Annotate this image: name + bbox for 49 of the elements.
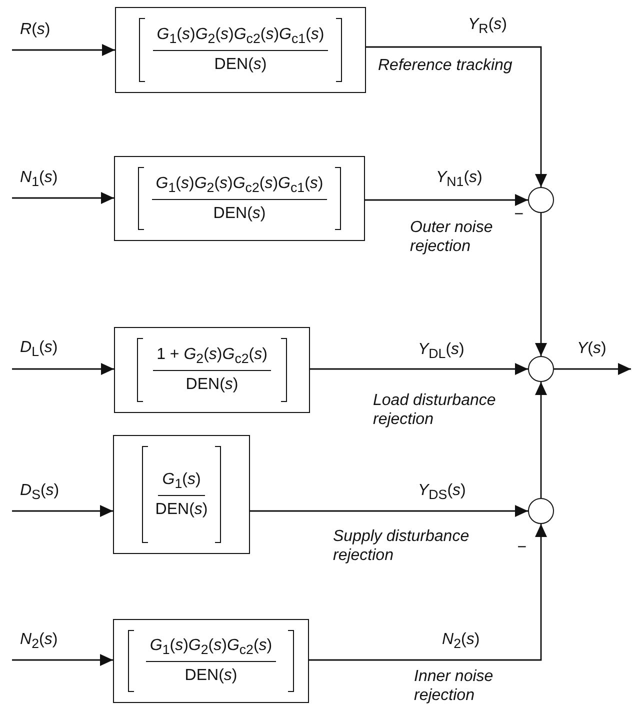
denominator: DEN(s) — [155, 500, 208, 520]
arrow — [554, 363, 631, 375]
denominator: DEN(s) — [213, 204, 266, 224]
arrow — [12, 44, 115, 56]
summing-junction — [528, 356, 554, 382]
signal-label: Y(s) — [577, 339, 606, 358]
arrow — [12, 654, 113, 666]
transfer-function-block — [115, 7, 366, 93]
denominator: DEN(s) — [214, 55, 267, 75]
signal-label: Y$_{R}$(s) — [468, 15, 507, 38]
arrow — [310, 363, 528, 375]
denominator: DEN(s) — [184, 666, 238, 686]
annotation: Outer noise rejection — [410, 218, 494, 256]
signal-label: Y$_{DS}$(s) — [418, 481, 466, 504]
summing-junction — [528, 498, 554, 524]
numerator: G$_{1}$(s) — [158, 470, 205, 496]
signal-label: D$_{S}$(s) — [20, 481, 60, 504]
signal-label: R(s) — [20, 20, 50, 40]
numerator: G$_{1}$(s)G$_{2}$(s)G$_{c2}$(s)G$_{c1}$(s) — [152, 174, 328, 200]
numerator: 1 + G$_{2}$(s)G$_{c2}$(s) — [152, 345, 272, 372]
annotation: Inner noise rejection — [414, 667, 494, 706]
annotation: Supply disturbance rejection — [333, 527, 470, 566]
signal-label: Y$_{N1}$(s) — [436, 168, 482, 190]
numerator: G$_{1}$(s)G$_{2}$(s)G$_{c2}$(s) — [146, 636, 276, 662]
arrow — [535, 213, 547, 356]
summing-junction — [528, 187, 554, 213]
arrow — [12, 363, 114, 375]
arrow — [250, 505, 528, 517]
annotation: − — [514, 205, 524, 224]
annotation: Reference tracking — [378, 56, 514, 76]
signal-label: N$_{1}$(s) — [20, 168, 58, 190]
transfer-function-block — [113, 435, 250, 554]
annotation: − — [517, 538, 528, 558]
transfer-function-block — [114, 327, 310, 413]
transfer-function-block — [113, 619, 309, 703]
arrow — [366, 46, 547, 187]
annotation: Load disturbance rejection — [373, 391, 497, 430]
numerator: G$_{1}$(s)G$_{2}$(s)G$_{c2}$(s)G$_{c1}$(s) — [152, 25, 328, 52]
arrow — [365, 194, 528, 206]
transfer-function-block — [114, 156, 365, 241]
signal-label: N$_{2}$(s) — [442, 630, 480, 652]
signal-label: N$_{2}$(s) — [20, 630, 58, 652]
arrow — [309, 524, 547, 661]
arrow — [535, 382, 547, 498]
signal-label: Y$_{DL}$(s) — [418, 340, 464, 362]
arrow — [12, 192, 114, 204]
signal-label: D$_{L}$(s) — [20, 338, 58, 360]
denominator: DEN(s) — [186, 375, 238, 395]
arrow — [12, 505, 113, 517]
